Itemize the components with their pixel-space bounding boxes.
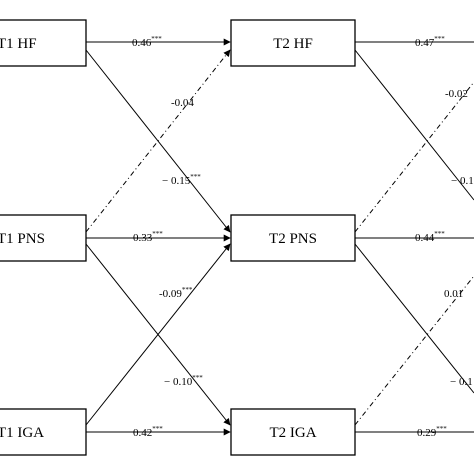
coef-t1iga-t2iga: 0.42*** [133,425,163,439]
coef-t2pns-t3pns: 0.44*** [415,230,445,244]
node-t2-iga: T2 IGA [230,408,356,456]
node-t1-hf-label: T1 HF [0,36,37,52]
node-t2-hf-label: T2 HF [273,36,313,52]
coef-t1pns-t2iga: − 0.10*** [164,374,203,388]
path-t2iga-t3pns [354,275,474,426]
node-t2-pns-label: T2 PNS [269,231,317,247]
path-t2pns-t3hf [354,81,474,233]
path-t2pns-t3iga [354,243,474,394]
node-t2-pns: T2 PNS [230,214,356,262]
coef-t2iga-t3iga: 0.29*** [417,425,447,439]
coef-t1hf-t2hf: 0.46*** [132,35,162,49]
coef-t2hf-t3hf: 0.47*** [415,35,445,49]
coef-t1pns-t2hf: -0.04 [171,97,194,109]
node-t2-hf: T2 HF [230,19,356,67]
coef-t2pns-t3iga: − 0.1 [450,376,473,388]
node-t1-iga: T1 IGA [0,408,87,456]
coef-t1pns-t2pns: 0.33*** [133,230,163,244]
coef-t2iga-t3pns: 0.01 [444,288,463,300]
coef-t2hf-t3pns: − 0.1 [451,175,474,187]
node-t2-iga-label: T2 IGA [269,425,316,441]
coef-t1hf-t2pns: − 0.15*** [162,173,201,187]
coef-t1iga-t2pns: -0.09*** [159,286,193,300]
path-t1pns-t2hf [85,49,231,233]
path-t2hf-t3pns [354,49,474,201]
node-t1-iga-label: T1 IGA [0,425,44,441]
node-t1-hf: T1 HF [0,19,87,67]
node-t1-pns: T1 PNS [0,214,87,262]
path-t1iga-t2pns [85,243,231,426]
node-t1-pns-label: T1 PNS [0,231,45,247]
coef-t2pns-t3hf: -0.02 [445,88,468,100]
